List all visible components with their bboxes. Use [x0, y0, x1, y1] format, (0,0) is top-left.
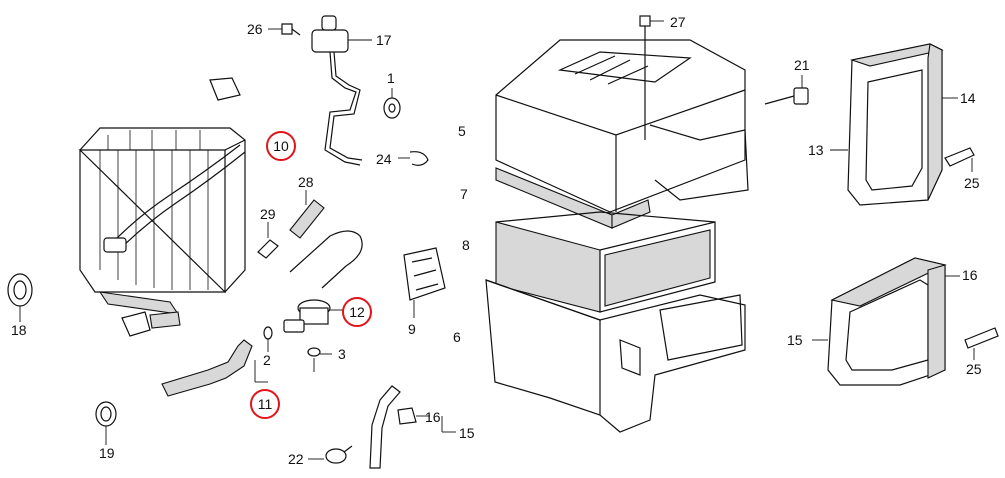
callout-6: 6: [453, 329, 461, 345]
clip: [209, 77, 241, 101]
callout-7: 7: [460, 186, 468, 202]
expansion-valve: [283, 230, 363, 333]
callout-9: 9: [408, 321, 416, 337]
callout-25-upper: 25: [964, 175, 980, 191]
callout-14: 14: [960, 90, 976, 106]
callout-8: 8: [462, 237, 470, 253]
lower-case: [485, 279, 746, 433]
inner-case: [495, 211, 716, 313]
callout-18: 16: [425, 409, 441, 425]
insulator-28: [289, 190, 325, 239]
case-seal: [495, 167, 651, 229]
callout-3: 3: [338, 346, 346, 362]
o-ring-3: [307, 347, 332, 372]
clamp-29: [257, 222, 279, 259]
filter-frame-upper: [830, 43, 958, 206]
callout-22: 21: [794, 57, 810, 73]
screw-27: [639, 15, 664, 140]
nut-1: [383, 88, 401, 119]
callout-20: 18: [11, 322, 27, 338]
bolt-25-upper: [944, 147, 975, 172]
callout-13: 13: [808, 142, 824, 158]
clamp-24: [308, 445, 353, 464]
evaporator-core: [78, 127, 246, 294]
callout-24: 22: [288, 451, 304, 467]
pressure-switch: [311, 15, 372, 166]
callout-2: 2: [263, 352, 271, 368]
callout-27: 27: [670, 14, 686, 30]
callout-12: 12: [342, 297, 372, 327]
callout-19: 17: [376, 32, 392, 48]
callout-21: 19: [99, 445, 115, 461]
bolt-25-lower: [964, 327, 999, 360]
callout-17: 15: [459, 425, 475, 441]
suction-pipe: [161, 339, 268, 397]
screw-26: [268, 23, 301, 36]
callout-25-lower: 25: [966, 361, 982, 377]
callout-5: 5: [458, 123, 466, 139]
grommet-20: [7, 273, 33, 322]
upper-case: [495, 39, 749, 213]
callout-1: 1: [387, 70, 395, 86]
bracket-9: [403, 247, 446, 318]
callout-15: 15: [787, 332, 803, 348]
callout-26: 26: [247, 21, 263, 37]
screw-22: [764, 75, 809, 105]
o-ring-2: [263, 326, 273, 352]
callout-28: 28: [298, 174, 314, 190]
grommet-21: [95, 401, 117, 445]
callout-10: 10: [266, 131, 296, 161]
insulation-pad: [98, 291, 181, 337]
callout-16: 16: [962, 267, 978, 283]
callout-23: 24: [376, 151, 392, 167]
callout-29: 29: [260, 206, 276, 222]
clip-23: [398, 151, 429, 166]
filter-frame-lower: [812, 257, 960, 386]
callout-11: 11: [250, 389, 280, 419]
drain-hose: [369, 385, 456, 469]
